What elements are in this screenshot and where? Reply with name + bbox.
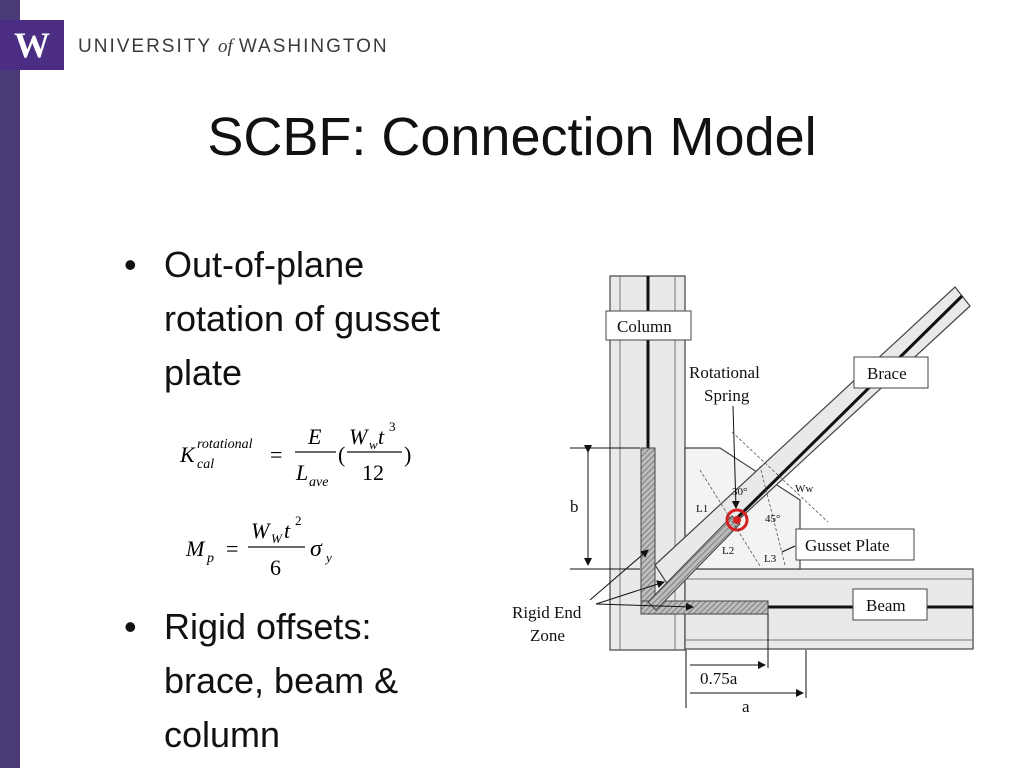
bullet-dot-icon: •	[124, 244, 137, 285]
formula-12: 12	[362, 460, 384, 485]
label-beam: Beam	[866, 596, 906, 615]
formula-sigma: σ	[310, 536, 323, 562]
label-brace: Brace	[867, 364, 907, 383]
formula-rparen: )	[404, 442, 411, 467]
formula-w: W	[251, 518, 271, 543]
sidebar-stripe	[0, 0, 20, 768]
label-brace-box: Brace	[853, 356, 929, 389]
formula-t: t	[378, 424, 385, 449]
label-l3: L3	[764, 553, 777, 565]
label-zone: Zone	[530, 626, 565, 645]
label-45deg: 45°	[765, 513, 780, 525]
label-gusset-box: Gusset Plate	[795, 528, 915, 561]
label-ww: Ww	[795, 483, 813, 495]
bullet-text: Rigid offsets: brace, beam & column	[164, 606, 399, 755]
university-name-part1: UNIVERSITY	[78, 36, 213, 57]
slide-title: SCBF: Connection Model	[207, 107, 817, 167]
dimension-a: 0.75a a	[685, 614, 807, 716]
formula-t-exp: 2	[295, 513, 302, 528]
uw-logo: W	[0, 20, 64, 70]
formula-t: t	[284, 518, 291, 543]
formula-k-sub: cal	[197, 457, 214, 472]
connection-diagram: b 0.75a a 30° 45° Ww L1 L2 L3 Column	[512, 275, 974, 716]
formula-e: E	[307, 424, 322, 449]
formula-m-sub: p	[206, 551, 214, 566]
formula-m: M	[185, 536, 206, 561]
formula-k: K	[179, 442, 196, 467]
formula-l: L	[295, 460, 308, 485]
bullet-item: • Rigid offsets: brace, beam & column	[124, 600, 454, 770]
formula-w: W	[349, 424, 369, 449]
label-column: Column	[617, 317, 672, 336]
label-a: a	[742, 697, 750, 716]
formula-eq: =	[270, 442, 282, 467]
label-l2: L2	[722, 545, 734, 557]
formula-eq: =	[226, 536, 238, 561]
formula-lparen: (	[338, 442, 345, 467]
label-rotational: Rotational	[689, 363, 760, 382]
formula-rotational-stiffness: K rotational cal = E L ave ( W w t 3 12 …	[179, 419, 411, 490]
university-name-part2: WASHINGTON	[238, 36, 389, 57]
rigid-zone-brace	[647, 515, 741, 611]
bullet-item: • Out-of-plane rotation of gusset plate	[124, 238, 454, 408]
formula-w-sub: W	[271, 531, 283, 546]
formula-w-sub: w	[369, 437, 378, 452]
university-name-of: of	[218, 36, 233, 57]
rotational-spring-icon	[725, 508, 749, 532]
label-b: b	[570, 497, 579, 516]
label-gusset-plate: Gusset Plate	[805, 536, 890, 555]
bullet-dot-icon: •	[124, 606, 137, 647]
bullet-text: Out-of-plane rotation of gusset plate	[164, 244, 441, 393]
label-beam-box: Beam	[852, 588, 928, 621]
formula-k-sup: rotational	[197, 437, 253, 452]
uw-logo-letter: W	[14, 25, 50, 65]
label-075a: 0.75a	[700, 669, 738, 688]
formula-plastic-moment: M p = W W t 2 6 σ y	[185, 513, 332, 580]
dimension-b: b	[570, 445, 640, 570]
label-rigid-end: Rigid End	[512, 603, 582, 622]
label-l1: L1	[696, 503, 708, 515]
formula-t-exp: 3	[389, 419, 396, 434]
formula-l-sub: ave	[309, 475, 328, 490]
label-column-box: Column	[605, 310, 692, 341]
rigid-zone-beam	[640, 600, 769, 615]
formula-sigma-sub: y	[324, 550, 332, 565]
formula-6: 6	[270, 555, 281, 580]
label-spring: Spring	[704, 386, 750, 405]
label-30deg: 30°	[732, 486, 747, 498]
